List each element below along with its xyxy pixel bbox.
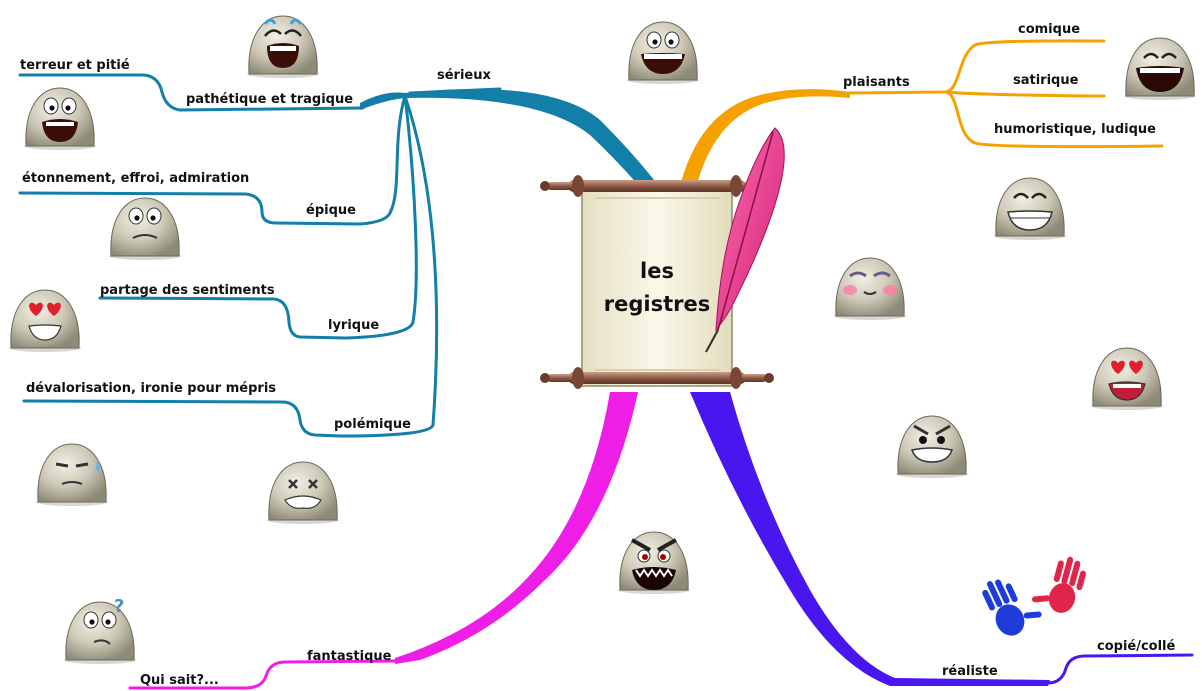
center-title-line1: les — [640, 259, 674, 283]
sweating-smiley-icon — [35, 443, 109, 507]
detail-label-pathetique: terreur et pitié — [20, 58, 130, 73]
detail-label-epique: étonnement, effroi, admiration — [22, 171, 249, 186]
sub-label-lyrique: lyrique — [328, 318, 379, 333]
worried-smiley-icon — [108, 197, 182, 261]
branch-realiste — [690, 392, 1194, 686]
handprints-icon — [982, 556, 1087, 636]
scroll-with-quill-icon — [540, 127, 785, 389]
sub-label-polemique: polémique — [334, 417, 411, 432]
blushing-smiley-icon — [833, 257, 907, 321]
center-title-line2: registres — [604, 292, 710, 316]
crying-smiley-icon — [246, 15, 320, 79]
branch-fantastique — [128, 392, 638, 690]
sub-label-qui-sait: Qui sait?... — [140, 673, 219, 688]
dizzy-smiley-icon — [266, 461, 340, 525]
sub-label-humoristique: humoristique, ludique — [994, 122, 1156, 137]
heart-eyes-smiley-icon — [1090, 347, 1164, 411]
crying-smiley-icon — [23, 87, 97, 151]
angry-smiley-icon — [617, 531, 691, 595]
laughing-smiley-icon — [626, 21, 700, 85]
sub-label-satirique: satirique — [1013, 73, 1079, 88]
branch-label-realiste: réaliste — [942, 664, 998, 679]
laughing-smiley-icon — [1123, 37, 1197, 101]
sub-label-comique: comique — [1018, 22, 1080, 37]
branch-label-plaisants: plaisants — [843, 75, 910, 90]
heart-eyes-smiley-icon — [8, 289, 82, 353]
branch-plaisants — [680, 39, 1164, 192]
branch-serieux — [18, 73, 668, 438]
branch-label-serieux: sérieux — [437, 68, 491, 83]
branch-label-fantastique: fantastique — [307, 649, 392, 664]
grinning-smiley-icon — [993, 177, 1067, 241]
detail-label-lyrique: partage des sentiments — [100, 283, 275, 298]
confused-smiley-icon: ? — [63, 596, 137, 665]
sub-label-epique: épique — [306, 203, 356, 218]
evil-grin-smiley-icon — [895, 415, 969, 479]
sub-label-copie-colle: copié/collé — [1097, 639, 1176, 654]
quill-icon — [705, 127, 785, 353]
sub-label-pathetique: pathétique et tragique — [186, 92, 353, 107]
detail-label-polemique: dévalorisation, ironie pour mépris — [26, 381, 276, 396]
svg-text:?: ? — [114, 596, 124, 617]
